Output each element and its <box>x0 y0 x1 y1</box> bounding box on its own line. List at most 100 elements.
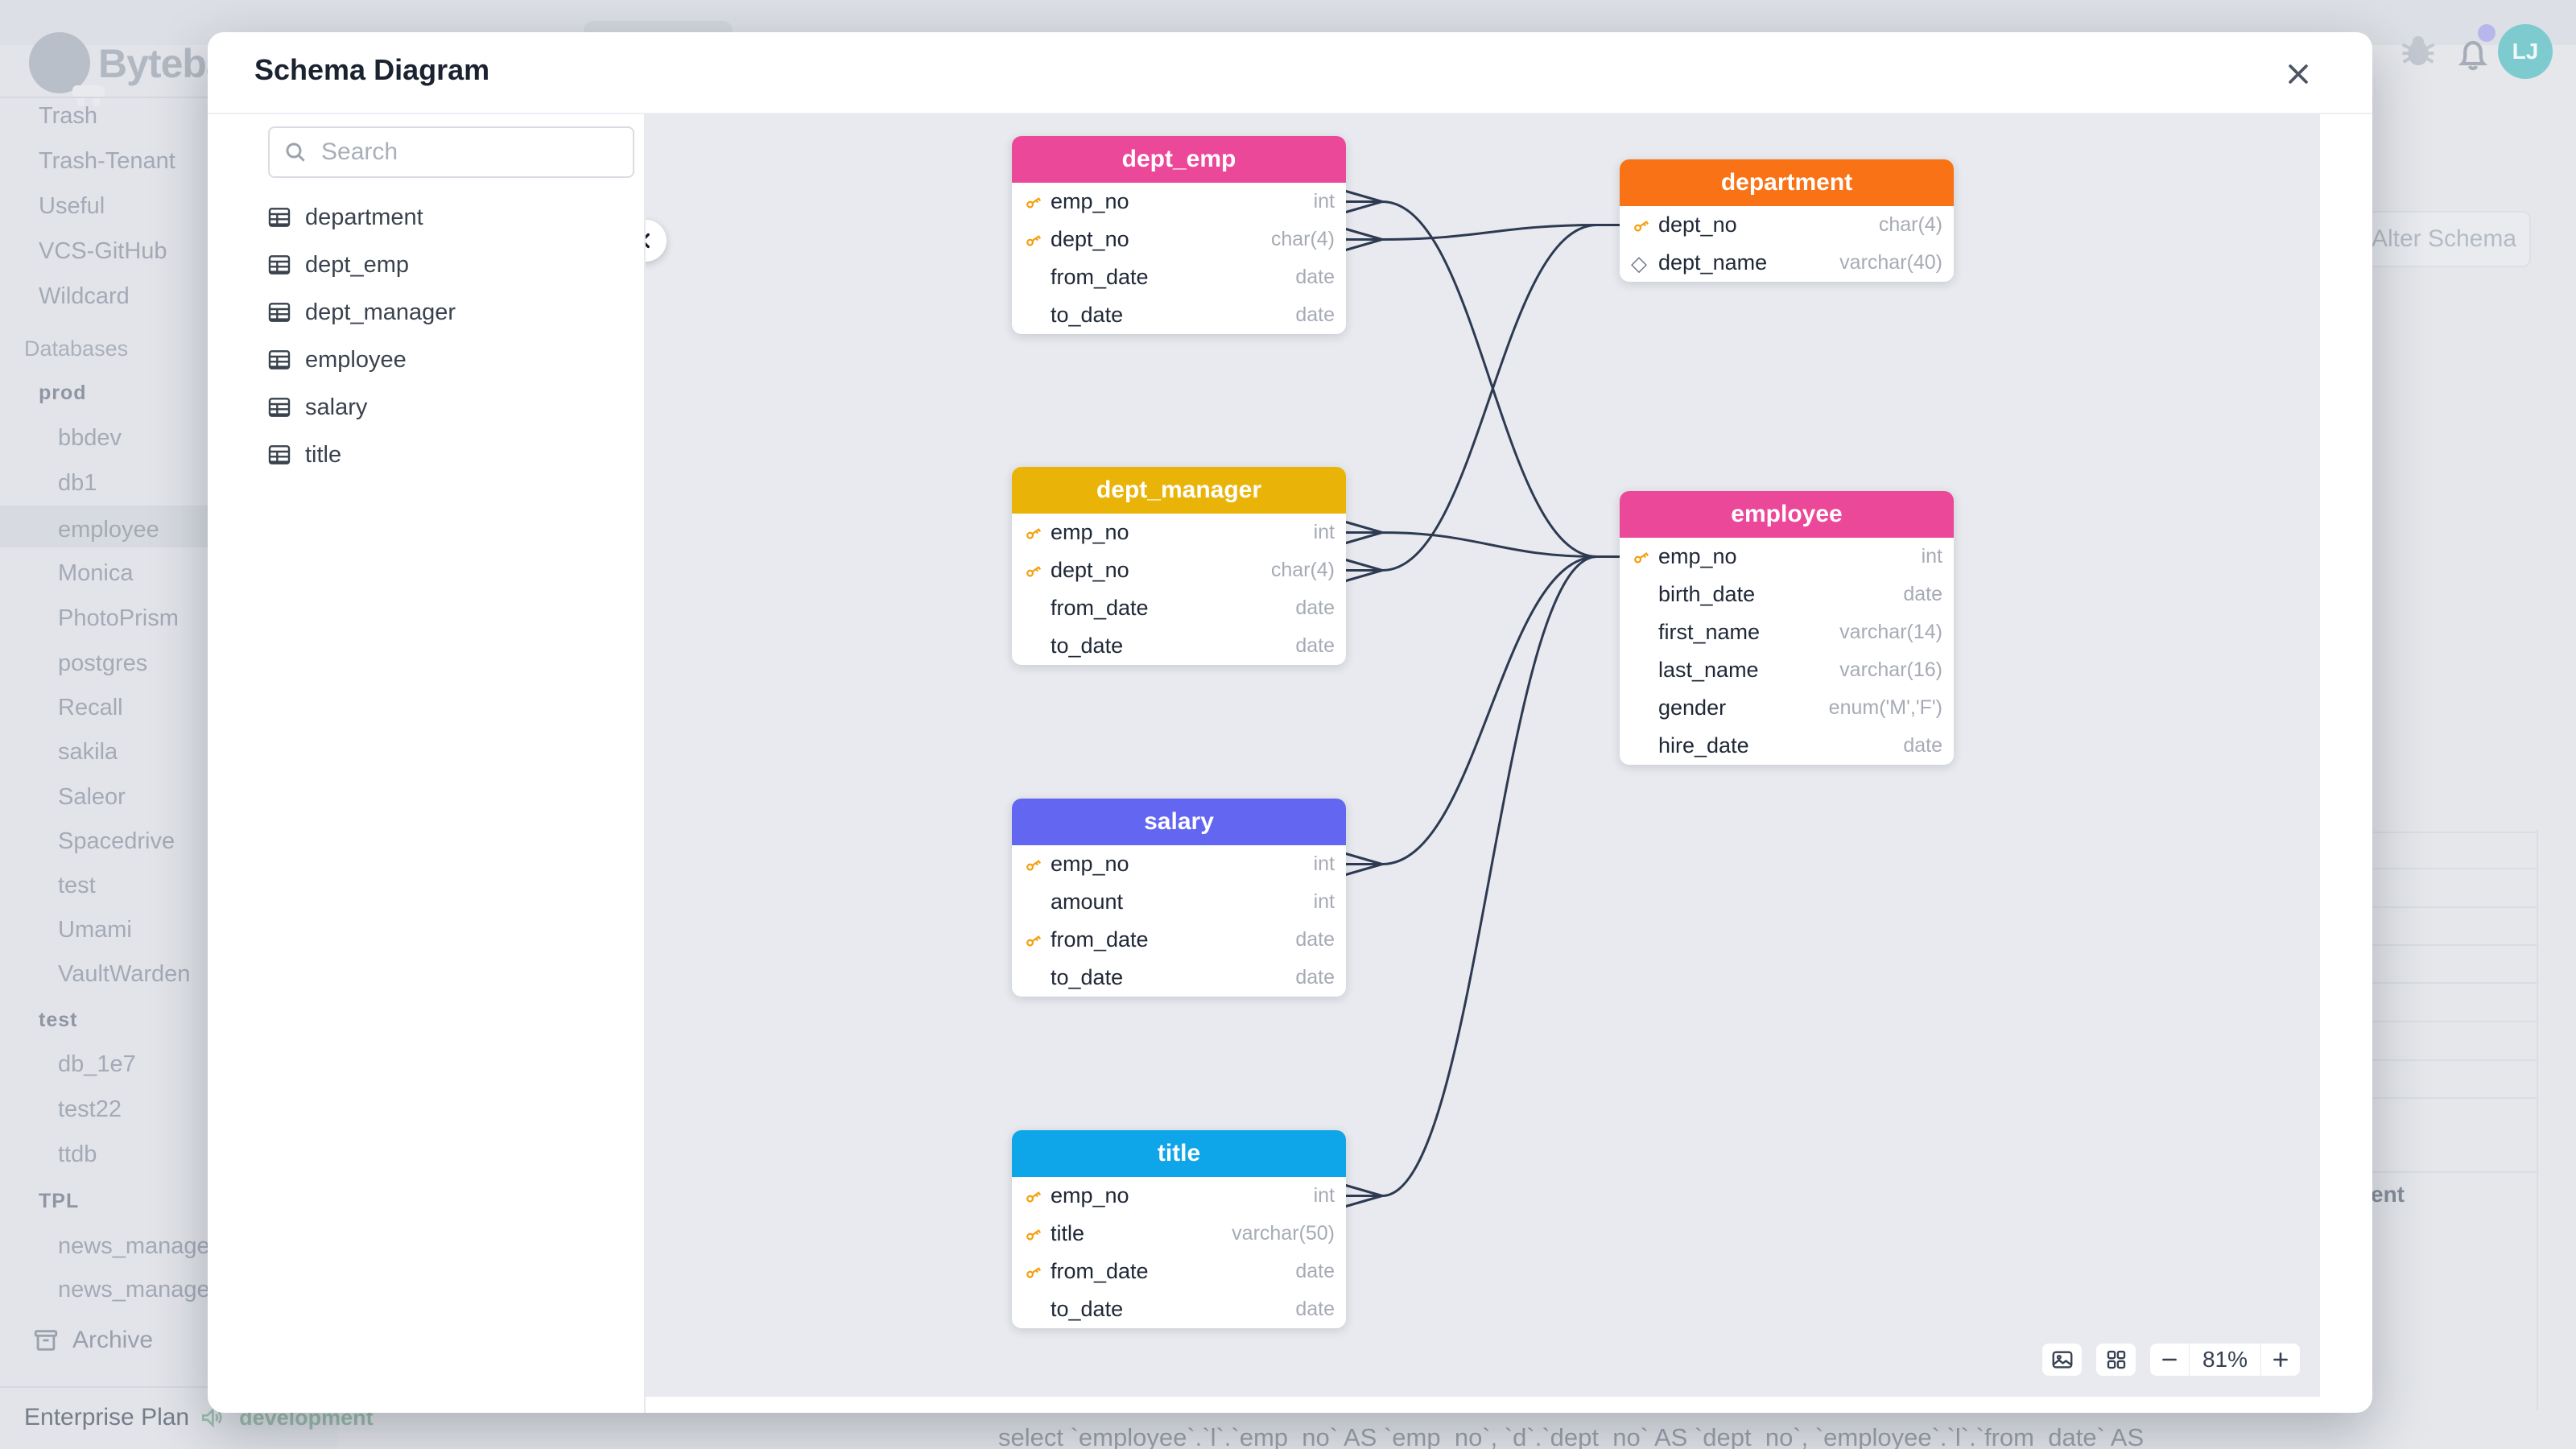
field-type: enum('M','F') <box>1828 696 1942 719</box>
diamond-icon: ◇ <box>1631 250 1647 275</box>
sidebar-item-test[interactable]: test <box>39 1009 78 1031</box>
field-name: emp_no <box>1051 189 1129 213</box>
background-row-line <box>2372 1097 2537 1099</box>
sidebar-item-ttdb[interactable]: ttdb <box>58 1141 97 1167</box>
field-row-emp_no: emp_no int <box>1012 845 1346 883</box>
bell-icon[interactable] <box>2452 32 2494 74</box>
table-list-label: employee <box>305 346 407 373</box>
sidebar-item-wildcard[interactable]: Wildcard <box>39 283 130 309</box>
archive-icon <box>34 1330 58 1351</box>
key-icon <box>1634 220 1649 232</box>
export-image-button[interactable] <box>2042 1344 2082 1376</box>
sidebar-item-archive[interactable]: Archive <box>32 1327 153 1354</box>
field-name: gender <box>1658 696 1727 720</box>
search-input[interactable] <box>320 138 597 167</box>
zoom-in-button[interactable] <box>2260 1344 2300 1376</box>
field-name: emp_no <box>1051 1183 1129 1208</box>
field-type: char(4) <box>1270 228 1335 250</box>
sidebar-item-news-manage[interactable]: news_manage <box>58 1277 210 1302</box>
field-row-gender: gender enum('M','F') <box>1620 689 1954 727</box>
sidebar-item-prod[interactable]: prod <box>39 382 87 404</box>
panel-divider <box>644 114 646 1413</box>
table-list-label: dept_emp <box>305 251 409 278</box>
field-name: from_date <box>1051 927 1149 952</box>
table-header: employee <box>1620 491 1954 538</box>
sidebar-item-employee[interactable]: employee <box>58 517 159 543</box>
table-list-item-dept_manager[interactable]: dept_manager <box>266 296 456 328</box>
sidebar-item-photoprism[interactable]: PhotoPrism <box>58 605 179 631</box>
field-type: char(4) <box>1270 559 1335 581</box>
key-icon <box>1026 196 1042 208</box>
table-list-item-employee[interactable]: employee <box>266 344 456 376</box>
key-icon <box>1026 527 1042 539</box>
field-name: title <box>1051 1221 1085 1245</box>
field-name: from_date <box>1051 265 1149 289</box>
table-list-panel: department dept_emp dept_manager employee sa… <box>208 114 644 1413</box>
avatar[interactable]: LJ <box>2498 24 2553 79</box>
field-name: hire_date <box>1658 733 1749 758</box>
background-row-line <box>2372 1059 2537 1061</box>
sidebar-item-useful[interactable]: Useful <box>39 193 105 219</box>
sidebar-item-recall[interactable]: Recall <box>58 695 123 720</box>
table-list-item-dept_emp[interactable]: dept_emp <box>266 249 456 281</box>
table-list-item-title[interactable]: title <box>266 439 456 471</box>
sidebar-item-bbdev[interactable]: bbdev <box>58 425 122 451</box>
sidebar-item-vcs-github[interactable]: VCS-GitHub <box>39 238 167 264</box>
zoom-out-button[interactable] <box>2150 1344 2190 1376</box>
sidebar-item-db-1e7[interactable]: db_1e7 <box>58 1051 136 1077</box>
sidebar-item-sakila[interactable]: sakila <box>58 739 118 765</box>
table-list-item-department[interactable]: department <box>266 201 456 233</box>
bytebase-logo-glyph <box>72 85 105 106</box>
table-header: department <box>1620 159 1954 206</box>
auto-layout-button[interactable] <box>2096 1344 2136 1376</box>
notification-dot <box>2478 24 2496 42</box>
sidebar-item-vaultwarden[interactable]: VaultWarden <box>58 961 191 987</box>
background-row-line <box>2372 1021 2537 1022</box>
sidebar-item-tpl[interactable]: TPL <box>39 1190 80 1212</box>
table-icon <box>268 398 291 417</box>
field-type: date <box>1903 734 1942 757</box>
table-icon <box>268 255 291 275</box>
sidebar-item-saleor[interactable]: Saleor <box>58 784 126 810</box>
table-list-label: department <box>305 204 423 230</box>
alter-schema-button[interactable]: Alter Schema <box>2357 211 2531 267</box>
zoom-control: 81% <box>2150 1344 2300 1376</box>
sidebar-item-monica[interactable]: Monica <box>58 560 134 586</box>
bytebase-logo[interactable] <box>29 32 105 106</box>
sidebar-item-test[interactable]: test <box>58 873 96 898</box>
field-name: emp_no <box>1051 852 1129 876</box>
sidebar-item-spacedrive[interactable]: Spacedrive <box>58 828 175 854</box>
table-icon <box>268 208 291 227</box>
sidebar-item-test22[interactable]: test22 <box>58 1096 122 1122</box>
key-icon <box>1026 859 1042 871</box>
table-list-label: title <box>305 441 342 468</box>
bug-icon[interactable] <box>2397 31 2439 72</box>
sidebar-item-news-manage[interactable]: news_manage <box>58 1233 210 1259</box>
close-button[interactable] <box>2276 52 2321 97</box>
sidebar-item-trash[interactable]: Trash <box>39 103 98 129</box>
table-header: dept_manager <box>1012 467 1346 514</box>
field-type: int <box>1313 852 1335 875</box>
collapse-panel-button[interactable] <box>646 220 667 262</box>
sidebar-item-trash-tenant[interactable]: Trash-Tenant <box>39 148 175 174</box>
modal-header: Schema Diagram <box>208 32 2372 114</box>
sidebar-item-umami[interactable]: Umami <box>58 917 132 943</box>
sidebar-item-db1[interactable]: db1 <box>58 470 97 496</box>
sidebar-item-postgres[interactable]: postgres <box>58 650 148 676</box>
table-list-item-salary[interactable]: salary <box>266 391 456 423</box>
field-name: emp_no <box>1051 520 1129 544</box>
